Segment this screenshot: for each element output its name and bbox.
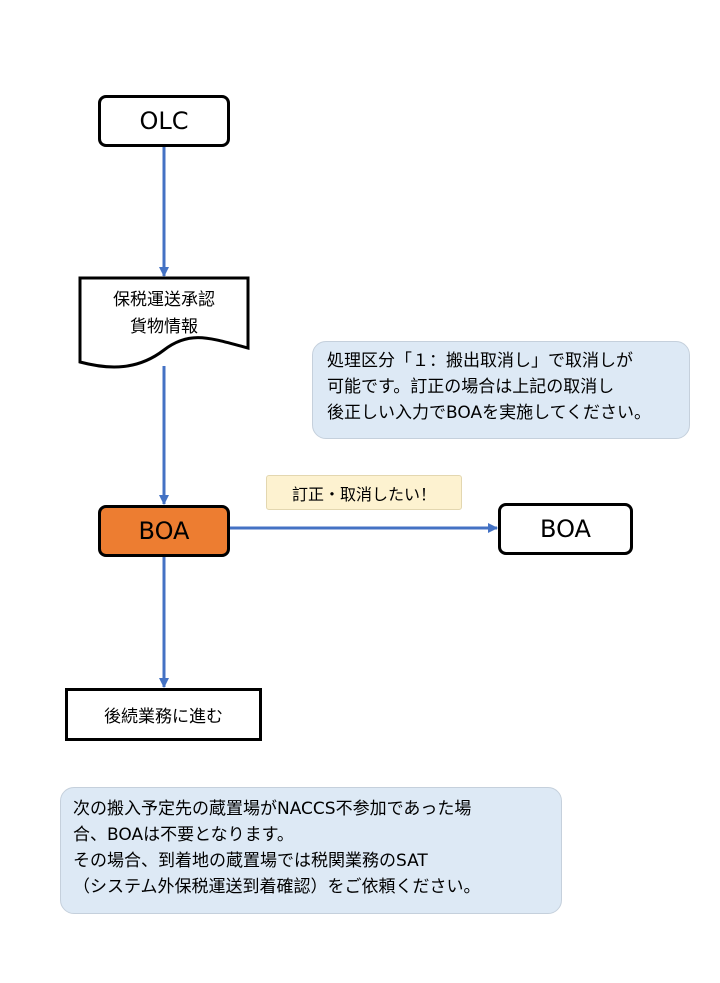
document-label-line2: 貨物情報 — [130, 317, 198, 337]
olc-node: OLC — [98, 95, 230, 147]
document-shape — [78, 276, 250, 369]
boa-node-main: BOA — [98, 505, 230, 557]
edge-label-text: 訂正・取消したい！ — [291, 484, 436, 504]
correction-note-line: 処理区分「１：搬出取消し」で取消しが — [327, 351, 633, 371]
edge-label-correction: 訂正・取消したい！ — [266, 475, 462, 510]
document-label-line1: 保税運送承認 — [113, 290, 215, 310]
next-step-label: 後続業務に進む — [104, 707, 223, 727]
olc-label: OLC — [139, 107, 189, 135]
boa-right-label: BOA — [540, 515, 591, 543]
bottom-note-line: その場合、到着地の蔵置場では税関業務のSAT — [73, 851, 428, 871]
boa-main-label: BOA — [138, 517, 190, 545]
bottom-note-line: （システム外保税運送到着確認）をご依頼ください。 — [73, 877, 481, 897]
correction-note: 処理区分「１：搬出取消し」で取消しが 可能です。訂正の場合は上記の取消し 後正し… — [312, 341, 690, 439]
boa-node-right: BOA — [498, 503, 633, 555]
next-step-node: 後続業務に進む — [65, 688, 262, 741]
correction-note-line: 可能です。訂正の場合は上記の取消し — [327, 377, 615, 397]
bottom-note: 次の搬入予定先の蔵置場がNACCS不参加であった場 合、BOAは不要となります。… — [60, 787, 562, 914]
bottom-note-line: 次の搬入予定先の蔵置場がNACCS不参加であった場 — [73, 799, 472, 819]
bottom-note-line: 合、BOAは不要となります。 — [73, 825, 294, 845]
document-node: 保税運送承認 貨物情報 — [80, 287, 248, 341]
correction-note-line: 後正しい入力でBOAを実施してください。 — [327, 403, 652, 423]
